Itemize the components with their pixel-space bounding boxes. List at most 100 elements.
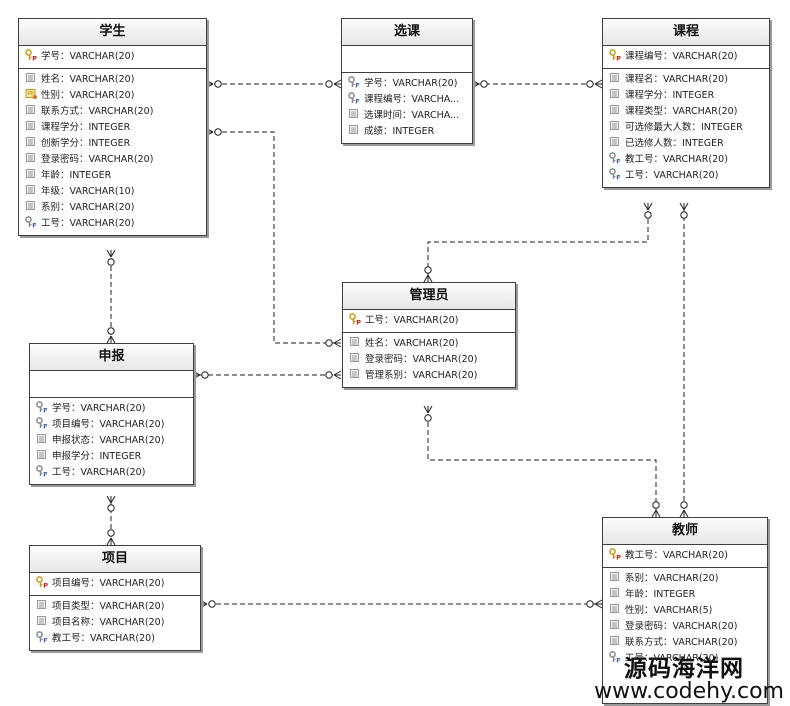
field-label: 工号：VARCHAR(20): [52, 467, 146, 478]
svg-text:F: F: [43, 407, 47, 414]
crow-foot: [423, 405, 429, 414]
relationship-teacher-course: [679, 202, 689, 518]
crow-foot: [333, 370, 342, 376]
endpoint-marker: [651, 501, 661, 518]
crow-foot: [679, 202, 685, 211]
endpoint-marker: [199, 599, 216, 609]
entity-field[interactable]: 登录密码：VARCHAR(20): [19, 152, 206, 168]
entity-field[interactable]: 系别：VARCHAR(20): [603, 571, 767, 587]
svg-text:F: F: [43, 471, 47, 478]
svg-text:F: F: [43, 637, 47, 644]
entity-field[interactable]: 项目类型：VARCHAR(20): [30, 599, 200, 615]
entity-field[interactable]: 创新学分：INTEGER: [19, 136, 206, 152]
column-icon: [36, 449, 49, 461]
optional-circle: [652, 501, 660, 509]
endpoint-marker: [106, 249, 116, 266]
entity-field[interactable]: 登录密码：VARCHAR(20): [603, 619, 767, 635]
crow-foot: [333, 83, 342, 89]
entity-field[interactable]: 可选修最大人数：INTEGER: [603, 120, 769, 136]
svg-text:F: F: [355, 98, 359, 105]
optional-circle: [107, 504, 115, 512]
entity-field[interactable]: P 工号：VARCHAR(20): [343, 313, 515, 329]
field-label: 工号：VARCHAR(20): [365, 315, 459, 326]
endpoint-marker: [423, 266, 433, 283]
entity-field[interactable]: 登录密码：VARCHAR(20): [343, 352, 515, 368]
entity-field[interactable]: 课程名：VARCHAR(20): [603, 72, 769, 88]
entity-field[interactable]: 性别：VARCHAR(5): [603, 603, 767, 619]
endpoint-marker: [423, 405, 433, 422]
column-icon: [609, 88, 622, 100]
entity-field[interactable]: 课程学分：INTEGER: [19, 120, 206, 136]
optional-circle: [680, 501, 688, 509]
svg-text:P: P: [356, 319, 361, 326]
field-label: 已选修人数：INTEGER: [625, 138, 724, 149]
relationship-line: [427, 406, 657, 517]
entity-field[interactable]: 课程类型：VARCHAR(20): [603, 104, 769, 120]
entity-admin[interactable]: 管理员 P 工号：VARCHAR(20) 姓名：VARCHAR(20)登录密码：VAR…: [342, 282, 516, 388]
entity-field[interactable]: 管理系别：VARCHAR(20): [343, 368, 515, 384]
entity-field[interactable]: F 工号：VARCHAR(20): [30, 465, 193, 481]
column-icon: [25, 168, 38, 180]
entity-field[interactable]: 联系方式：VARCHAR(20): [19, 104, 206, 120]
entity-field[interactable]: 项目名称：VARCHAR(20): [30, 615, 200, 631]
watermark: 源码海洋网 www.codehy.com: [594, 649, 784, 704]
entity-field[interactable]: 申报状态：VARCHAR(20): [30, 433, 193, 449]
svg-text:F: F: [616, 174, 620, 181]
entity-field[interactable]: 联系方式：VARCHAR(20): [603, 635, 767, 651]
field-label: 可选修最大人数：INTEGER: [625, 122, 743, 133]
entity-field[interactable]: 选课时间：VARCHA...: [342, 108, 472, 124]
entity-field[interactable]: 姓名：VARCHAR(20): [19, 72, 206, 88]
relationship-admin-teacher: [423, 405, 661, 518]
field-label: 联系方式：VARCHAR(20): [41, 106, 154, 117]
entity-field[interactable]: 系别：VARCHAR(20): [19, 200, 206, 216]
crow-foot: [199, 599, 208, 605]
column-icon: [25, 152, 38, 164]
primary-key-icon: P: [349, 313, 362, 325]
entity-field[interactable]: 年龄：INTEGER: [19, 168, 206, 184]
primary-key-icon: P: [609, 49, 622, 61]
entity-field[interactable]: 姓名：VARCHAR(20): [343, 336, 515, 352]
optional-circle: [424, 266, 432, 274]
crow-foot: [205, 83, 214, 89]
entity-title: 管理员: [343, 283, 515, 310]
entity-title: 申报: [30, 344, 193, 371]
attribute-section: 姓名：VARCHAR(20)性别：VARCHAR(20) 联系方式：VARCHAR…: [19, 69, 206, 235]
optional-circle: [480, 80, 488, 88]
entity-field[interactable]: 课程学分：INTEGER: [603, 88, 769, 104]
entity-field[interactable]: 性别：VARCHAR(20): [19, 88, 206, 104]
endpoint-marker: [679, 501, 689, 518]
endpoint-marker: [325, 370, 342, 380]
entity-field[interactable]: 年级：VARCHAR(10): [19, 184, 206, 200]
entity-field[interactable]: 已选修人数：INTEGER: [603, 136, 769, 152]
endpoint-marker: [106, 495, 116, 512]
entity-field[interactable]: 申报学分：INTEGER: [30, 449, 193, 465]
primary-key-icon: P: [36, 576, 49, 588]
entity-field[interactable]: 年龄：INTEGER: [603, 587, 767, 603]
entity-title: 课程: [603, 19, 769, 46]
field-label: 登录密码：VARCHAR(20): [625, 621, 738, 632]
field-label: 课程名：VARCHAR(20): [625, 74, 728, 85]
entity-field[interactable]: 成绩：INTEGER: [342, 124, 472, 140]
